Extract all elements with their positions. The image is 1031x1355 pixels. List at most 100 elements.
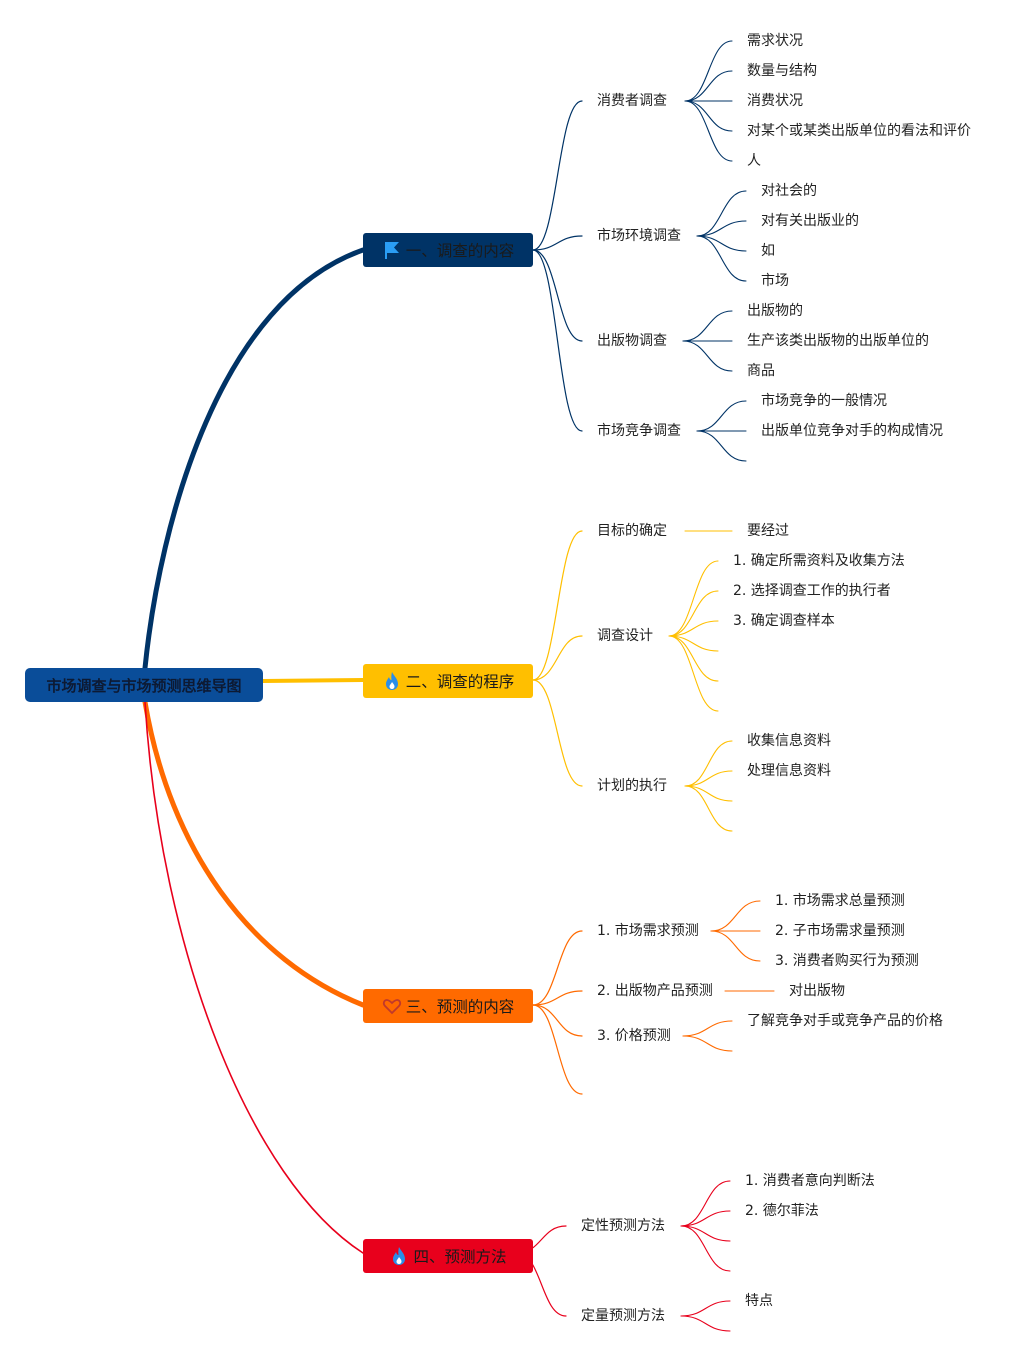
connector-subtopic-leaf (682, 310, 733, 342)
subtopic-quantitative-methods[interactable]: 定量预测方法 (581, 1308, 665, 1324)
flag-icon (382, 240, 402, 260)
connector-subtopic-leaf (710, 930, 761, 962)
heart-icon (382, 996, 402, 1016)
subtopic-market-environment[interactable]: 市场环境调查 (597, 228, 681, 244)
topic-survey-procedure[interactable]: 二、调查的程序 (363, 664, 533, 698)
connector-topic-subtopic (532, 1004, 583, 1095)
connector-subtopic-leaf (696, 235, 747, 282)
connector-topic-subtopic (532, 100, 583, 251)
connector-topic-subtopic (532, 530, 583, 681)
root-title: 市场调查与市场预测思维导图 (46, 676, 242, 695)
connector-root-topic (144, 701, 364, 1254)
subtopic-price-forecast[interactable]: 3. 价格预测 (597, 1028, 671, 1044)
leaf-item[interactable]: 对有关出版业的 (761, 213, 859, 229)
connector-subtopic-leaf (696, 220, 747, 237)
connector-subtopic-leaf (682, 1035, 733, 1052)
connector-subtopic-leaf (696, 235, 747, 252)
leaf-item[interactable]: 收集信息资料 (747, 733, 831, 749)
subtopic-survey-design[interactable]: 调查设计 (597, 628, 653, 644)
topic-label: 二、调查的程序 (405, 673, 515, 691)
leaf-item[interactable]: 市场 (761, 273, 789, 289)
leaf-item[interactable]: 数量与结构 (747, 63, 817, 79)
connector-subtopic-leaf (684, 770, 733, 787)
connector-subtopic-leaf (668, 620, 719, 637)
leaf-item[interactable]: 2. 选择调查工作的执行者 (733, 583, 891, 599)
connector-topic-subtopic (532, 990, 583, 1006)
leaf-item[interactable]: 出版单位竞争对手的构成情况 (761, 423, 943, 439)
connector-subtopic-leaf (668, 635, 719, 682)
connector-subtopic-leaf (696, 190, 747, 237)
leaf-item[interactable]: 如 (761, 243, 775, 259)
leaf-item[interactable]: 2. 德尔菲法 (745, 1203, 819, 1219)
connector-root-topic (261, 678, 365, 683)
leaf-item[interactable]: 市场竞争的一般情况 (761, 393, 887, 409)
leaf-item[interactable]: 3. 确定调查样本 (733, 613, 835, 629)
topic-survey-content[interactable]: 一、调查的内容 (363, 233, 533, 267)
connector-topic-subtopic (532, 235, 583, 251)
topic-label: 一、调查的内容 (405, 242, 515, 260)
leaf-item[interactable]: 对出版物 (789, 983, 845, 999)
connector-subtopic-leaf (680, 1180, 731, 1227)
leaf-item[interactable]: 需求状况 (747, 33, 803, 49)
subtopic-product-forecast[interactable]: 2. 出版物产品预测 (597, 983, 713, 999)
topic-label: 四、预测方法 (413, 1248, 507, 1266)
connector-subtopic-leaf (710, 900, 761, 932)
connector-subtopic-leaf (684, 785, 733, 802)
connector-subtopic-leaf (668, 560, 719, 637)
connector-subtopic-leaf (682, 340, 733, 372)
connector-topic-subtopic (532, 930, 583, 1006)
connector-subtopic-leaf (696, 430, 747, 462)
connector-subtopic-leaf (680, 1225, 731, 1272)
connector-topic-subtopic (532, 249, 583, 342)
connector-subtopic-leaf (696, 400, 747, 432)
connector-subtopic-leaf (684, 740, 733, 787)
subtopic-consumer-survey[interactable]: 消费者调查 (597, 93, 667, 109)
fire-icon (382, 671, 402, 691)
connector-topic-subtopic (532, 679, 583, 787)
leaf-item[interactable]: 特点 (745, 1293, 773, 1309)
leaf-item[interactable]: 对社会的 (761, 183, 817, 199)
leaf-item[interactable]: 了解竞争对手或竞争产品的价格 (747, 1013, 943, 1029)
topic-forecast-methods[interactable]: 四、预测方法 (363, 1239, 533, 1273)
leaf-item[interactable]: 商品 (747, 363, 775, 379)
subtopic-qualitative-methods[interactable]: 定性预测方法 (581, 1218, 665, 1234)
subtopic-publication-survey[interactable]: 出版物调查 (597, 333, 667, 349)
leaf-item[interactable]: 处理信息资料 (747, 763, 831, 779)
leaf-item[interactable]: 生产该类出版物的出版单位的 (747, 333, 929, 349)
subtopic-plan-execution[interactable]: 计划的执行 (597, 778, 667, 794)
connector-subtopic-leaf (680, 1300, 731, 1317)
leaf-item[interactable]: 人 (747, 153, 761, 169)
subtopic-market-competition[interactable]: 市场竞争调查 (597, 423, 681, 439)
leaf-item[interactable]: 要经过 (747, 523, 789, 539)
connector-subtopic-leaf (682, 1020, 733, 1037)
connector-subtopic-leaf (680, 1210, 731, 1227)
connector-subtopic-leaf (680, 1225, 731, 1242)
leaf-item[interactable]: 2. 子市场需求量预测 (775, 923, 905, 939)
connector-subtopic-leaf (684, 785, 733, 832)
fire-icon (389, 1246, 409, 1266)
topic-forecast-content[interactable]: 三、预测的内容 (363, 989, 533, 1023)
connector-topic-subtopic (532, 249, 583, 432)
leaf-item[interactable]: 1. 市场需求总量预测 (775, 893, 905, 909)
connector-topic-subtopic (532, 635, 583, 681)
connector-root-topic (142, 247, 366, 671)
connector-subtopic-leaf (668, 635, 719, 712)
connector-subtopic-leaf (684, 100, 733, 162)
subtopic-market-demand-forecast[interactable]: 1. 市场需求预测 (597, 923, 699, 939)
connector-subtopic-leaf (684, 100, 733, 132)
leaf-item[interactable]: 出版物的 (747, 303, 803, 319)
connector-subtopic-leaf (684, 70, 733, 102)
connector-root-topic (142, 699, 366, 1008)
leaf-item[interactable]: 1. 消费者意向判断法 (745, 1173, 875, 1189)
root-topic[interactable]: 市场调查与市场预测思维导图 (25, 668, 263, 702)
leaf-item[interactable]: 消费状况 (747, 93, 803, 109)
connector-subtopic-leaf (680, 1315, 731, 1332)
leaf-item[interactable]: 1. 确定所需资料及收集方法 (733, 553, 905, 569)
subtopic-goal-setting[interactable]: 目标的确定 (597, 523, 667, 539)
topic-label: 三、预测的内容 (405, 998, 515, 1016)
leaf-item[interactable]: 对某个或某类出版单位的看法和评价 (747, 123, 971, 139)
leaf-item[interactable]: 3. 消费者购买行为预测 (775, 953, 919, 969)
connector-subtopic-leaf (668, 590, 719, 637)
